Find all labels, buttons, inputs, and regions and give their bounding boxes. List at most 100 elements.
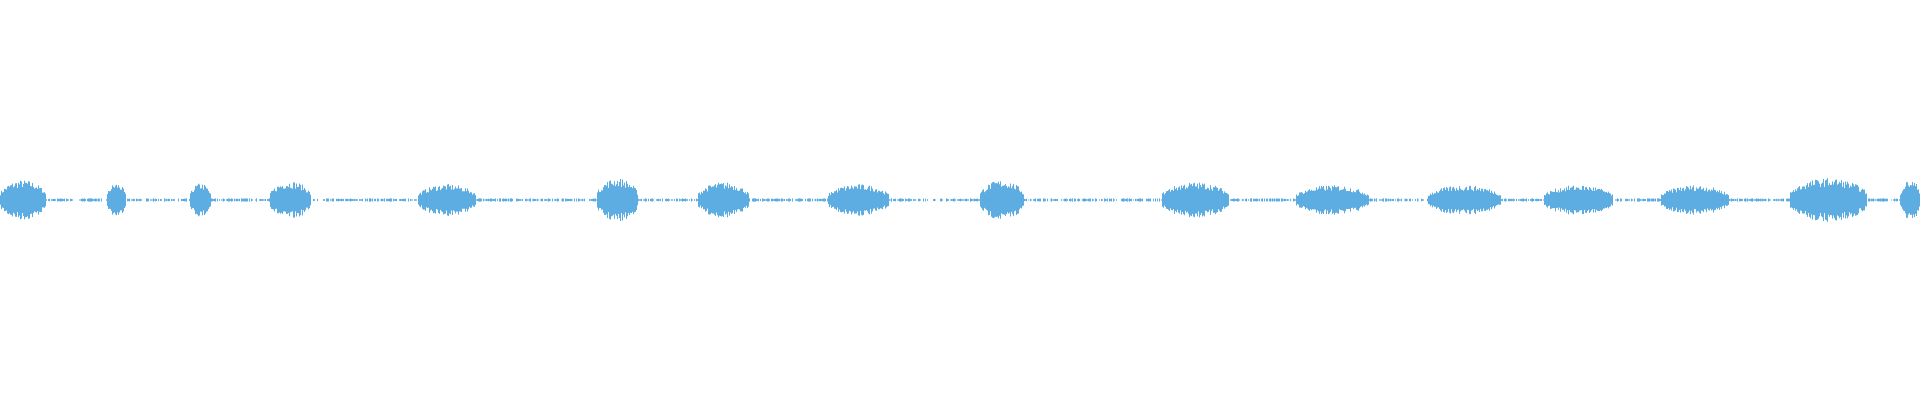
waveform-sample: [84, 198, 85, 202]
waveform-sample: [128, 198, 129, 202]
waveform-sample: [203, 189, 204, 211]
waveform-sample: [371, 199, 372, 201]
waveform-sample: [1369, 199, 1370, 201]
waveform-sample: [327, 198, 328, 202]
waveform-sample: [516, 198, 517, 202]
waveform-sample: [1111, 198, 1112, 202]
waveform-sample: [1011, 188, 1012, 212]
waveform-sample: [1165, 193, 1166, 207]
waveform-sample: [1522, 198, 1523, 202]
waveform-sample: [527, 199, 528, 201]
waveform-sample: [469, 193, 470, 207]
waveform-sample: [1591, 189, 1592, 211]
waveform-sample: [846, 188, 847, 212]
waveform-sample: [283, 188, 284, 212]
waveform-sample: [360, 199, 361, 201]
waveform-sample: [1845, 181, 1846, 219]
waveform-sample: [913, 199, 914, 201]
waveform-sample: [1022, 193, 1023, 207]
waveform-sample: [350, 198, 351, 202]
waveform-sample: [1470, 185, 1471, 215]
waveform-sample: [572, 199, 573, 201]
waveform-sample: [25, 182, 26, 218]
waveform-sample: [1770, 199, 1771, 201]
waveform-sample: [504, 198, 505, 202]
waveform-sample: [234, 198, 235, 202]
waveform-sample: [1722, 193, 1723, 207]
waveform-sample: [391, 198, 392, 202]
waveform-sample: [297, 187, 298, 213]
waveform-sample: [1575, 189, 1576, 211]
waveform-sample: [79, 199, 80, 201]
waveform-sample: [1774, 199, 1775, 201]
waveform-sample: [1647, 198, 1648, 202]
waveform-sample: [1262, 198, 1263, 202]
waveform-sample: [452, 184, 453, 216]
waveform-sample: [99, 198, 100, 202]
waveform-sample: [769, 199, 770, 201]
waveform-sample: [540, 199, 541, 201]
waveform-sample: [507, 199, 508, 201]
waveform-sample: [238, 199, 239, 201]
waveform-sample: [1555, 188, 1556, 212]
waveform-sample: [207, 188, 208, 212]
waveform-sample: [64, 198, 65, 202]
waveform-sample: [883, 193, 884, 207]
waveform-sample: [1314, 190, 1315, 210]
waveform-sample: [1914, 182, 1915, 218]
waveform-sample: [1367, 194, 1368, 206]
waveform-sample: [449, 186, 450, 214]
waveform-sample: [1897, 198, 1898, 202]
waveform-sample: [1322, 187, 1323, 213]
waveform-sample: [493, 199, 494, 201]
waveform-sample: [1020, 192, 1021, 208]
waveform-sample: [61, 198, 62, 202]
waveform-sample: [101, 198, 102, 202]
waveform-sample: [579, 199, 580, 201]
waveform-sample: [812, 198, 813, 202]
waveform-sample: [584, 198, 585, 202]
waveform-sample: [889, 199, 890, 201]
waveform-sample: [246, 198, 247, 202]
waveform-sample: [42, 192, 43, 208]
waveform-sample: [456, 188, 457, 212]
waveform-sample: [252, 199, 253, 201]
waveform-sample: [712, 186, 713, 214]
waveform-sample: [1589, 186, 1590, 214]
waveform-sample: [1562, 190, 1563, 210]
waveform-sample: [298, 186, 299, 214]
waveform-sample: [1816, 179, 1817, 221]
waveform-sample: [1520, 199, 1521, 201]
waveform-sample: [538, 199, 539, 201]
waveform-sample: [1670, 191, 1671, 209]
waveform-sample: [1336, 187, 1337, 213]
waveform-sample: [210, 193, 211, 207]
waveform-sample: [1534, 199, 1535, 201]
waveform-sample: [1250, 198, 1251, 202]
waveform-sample: [457, 188, 458, 212]
waveform-sample: [787, 199, 788, 201]
waveform-sample: [1729, 198, 1730, 202]
waveform-sample: [182, 199, 183, 201]
waveform-sample: [442, 187, 443, 213]
waveform-sample: [291, 188, 292, 212]
waveform-sample: [676, 198, 677, 202]
waveform-sample: [714, 185, 715, 215]
waveform-sample: [1332, 186, 1333, 214]
waveform-sample: [1319, 186, 1320, 214]
waveform-sample: [506, 198, 507, 202]
waveform-sample: [369, 198, 370, 202]
waveform-sample: [1294, 199, 1295, 201]
waveform-sample: [462, 191, 463, 209]
waveform-sample: [1458, 190, 1459, 210]
waveform-sample: [1677, 187, 1678, 213]
waveform-sample: [522, 198, 523, 202]
waveform-sample: [1431, 194, 1432, 206]
waveform-sample: [6, 189, 7, 211]
waveform-sample: [1627, 198, 1628, 202]
waveform-sample: [12, 183, 13, 217]
waveform-sample: [742, 188, 743, 212]
waveform-sample: [265, 198, 266, 202]
waveform-sample: [1488, 191, 1489, 209]
waveform-sample: [753, 198, 754, 202]
